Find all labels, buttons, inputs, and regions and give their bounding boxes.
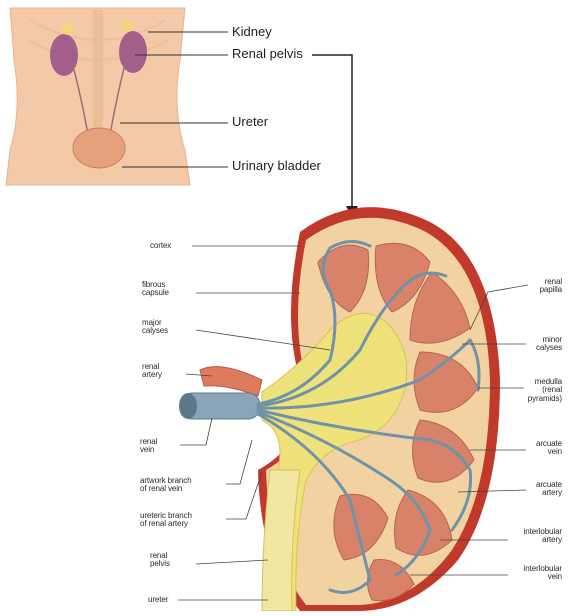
pointer-arrow-line <box>312 55 352 208</box>
ureter-label: Ureter <box>232 115 268 129</box>
renal-artery-section <box>200 367 262 396</box>
renal-artery-label: renal artery <box>142 363 162 380</box>
ureteric-branch-label: ureteric branch of renal artery <box>140 512 192 529</box>
renal-pelvis-label: Renal pelvis <box>232 47 303 61</box>
leader-renal-vein <box>180 418 212 445</box>
arcuate-artery-label: arcuate artery <box>536 481 562 498</box>
kidney-section-illustration <box>178 207 528 611</box>
renal-papilla-label: renal papilla <box>540 278 562 295</box>
arcuate-vein-label: arcuate vein <box>536 440 562 457</box>
right-kidney-small <box>119 31 147 73</box>
cortex-label: cortex <box>150 242 171 250</box>
left-adrenal <box>62 23 74 35</box>
torso-illustration <box>6 8 358 218</box>
urinary-bladder-label: Urinary bladder <box>232 159 321 173</box>
interlobular-vein-label: interlobular vein <box>524 565 562 582</box>
major-calyses-label: major calyses <box>142 319 168 336</box>
renal-vein-label: renal vein <box>140 438 157 455</box>
kidney-label: Kidney <box>232 25 272 39</box>
minor-calyses-label: minor calyses <box>536 336 562 353</box>
renal-vein-opening <box>179 393 197 419</box>
artwork-branch-label: artwork branch of renal vein <box>140 477 192 494</box>
interlobular-artery-label: interlobular artery <box>524 528 562 545</box>
leader-ureteric-branch <box>226 472 262 519</box>
ureter-section-label: ureter <box>148 596 168 604</box>
urinary-bladder-small <box>73 128 125 168</box>
medulla-label: medulla (renal pyramids) <box>528 378 562 403</box>
fibrous-capsule-label: fibrous capsule <box>142 281 169 298</box>
renal-pelvis-section-label: renal pelvis <box>150 552 170 569</box>
leader-artwork-branch <box>226 440 252 484</box>
leader-renal-pelvis <box>196 560 268 564</box>
right-adrenal <box>121 20 133 32</box>
